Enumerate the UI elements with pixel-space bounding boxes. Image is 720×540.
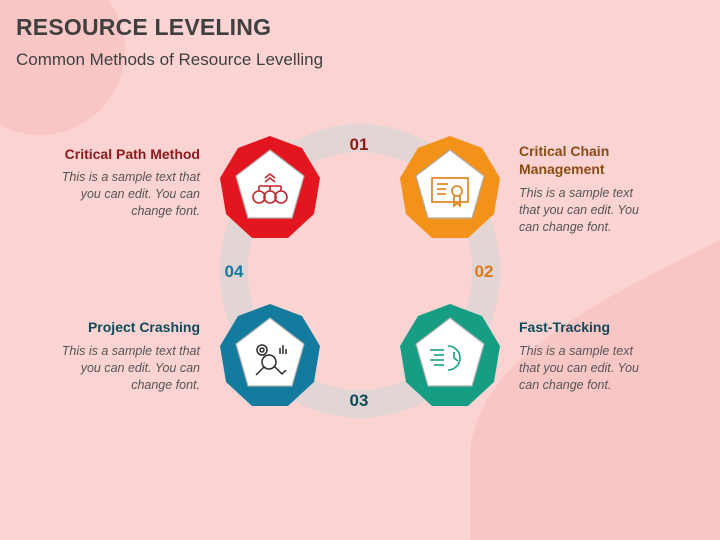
page-subtitle: Common Methods of Resource Levelling <box>16 50 324 69</box>
step-number-03: 03 <box>349 391 369 410</box>
step-number-04: 04 <box>224 262 244 281</box>
step-node-project-crashing <box>216 302 324 410</box>
fast-clock-icon <box>430 345 461 371</box>
step-title-fast-tracking: Fast-Tracking <box>519 319 611 335</box>
step-title-critical-path: Critical Path Method <box>64 146 200 162</box>
certificate-icon <box>431 177 469 208</box>
step-number-02: 02 <box>474 262 494 281</box>
step-number-01: 01 <box>349 135 369 154</box>
page-title: RESOURCE LEVELING <box>16 14 272 40</box>
gear-analysis-icon <box>255 344 287 376</box>
step-title-critical-chain: Critical Chain Management <box>519 143 610 177</box>
resource-path-icon <box>252 172 288 204</box>
step-node-fast-tracking <box>396 302 504 410</box>
step-node-critical-path <box>216 134 324 242</box>
step-description-critical-path: This is a sample text that you can edit.… <box>61 170 200 218</box>
step-node-critical-chain <box>396 134 504 242</box>
step-description-fast-tracking: This is a sample text that you can edit.… <box>519 344 640 392</box>
step-description-critical-chain: This is a sample text that you can edit.… <box>519 186 640 234</box>
step-title-project-crashing: Project Crashing <box>87 319 200 335</box>
step-description-project-crashing: This is a sample text that you can edit.… <box>61 344 200 392</box>
